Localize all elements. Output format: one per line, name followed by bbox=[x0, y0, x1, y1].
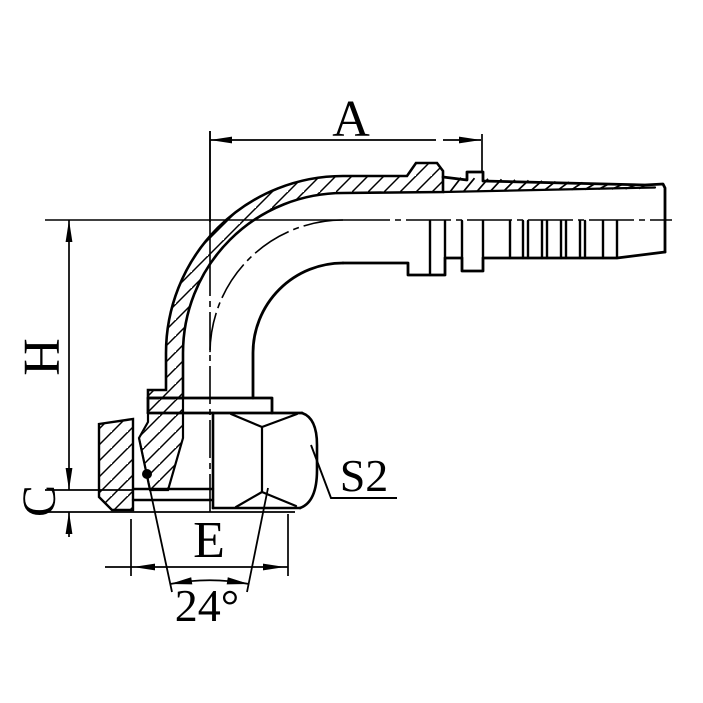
flange-outline bbox=[146, 396, 274, 415]
hex-right-profile bbox=[298, 411, 319, 510]
s2-leader-line bbox=[310, 444, 397, 499]
bend-axis-dashdot bbox=[209, 219, 344, 354]
serration-ticks bbox=[449, 177, 646, 193]
section-hatch-areas bbox=[97, 161, 445, 512]
cone-arc-arrow-right bbox=[226, 577, 249, 585]
elbow-wall-section bbox=[146, 161, 445, 400]
barb-top-edge bbox=[441, 170, 667, 254]
inner-bend-wall bbox=[251, 261, 345, 400]
dim-c-arrow-bottom bbox=[65, 512, 73, 534]
dim-e-label: E bbox=[193, 512, 225, 569]
dim-h-arrow-top bbox=[65, 220, 73, 242]
dim-h-label: H bbox=[14, 338, 71, 376]
dim-a-arrow-left bbox=[210, 136, 232, 144]
hex-top-chamfer bbox=[229, 412, 299, 429]
fitting-outline bbox=[131, 170, 667, 502]
nut-section-block bbox=[97, 417, 135, 512]
labels: A H C E S2 24° bbox=[13, 91, 388, 631]
dim-c-label: C bbox=[13, 485, 66, 517]
hex-nut bbox=[211, 411, 319, 510]
dim-e-arrow-right bbox=[263, 563, 285, 571]
cone-angle-label: 24° bbox=[175, 580, 239, 631]
wrench-size-label: S2 bbox=[340, 450, 389, 501]
cone-arc-arrow-left bbox=[170, 577, 193, 585]
dim-e-arrow-left bbox=[133, 563, 155, 571]
barb-collar-ribs bbox=[428, 219, 619, 277]
hex-bottom-chamfer bbox=[234, 490, 298, 509]
dim-a-arrow-right bbox=[459, 136, 481, 144]
dimensions bbox=[45, 131, 483, 576]
cone-line-right bbox=[246, 487, 269, 593]
dim-h-arrow-bottom bbox=[65, 468, 73, 490]
barb-top-inner-edge bbox=[441, 186, 657, 194]
cone-face-dot bbox=[142, 469, 152, 479]
dim-a-label: A bbox=[332, 91, 370, 148]
